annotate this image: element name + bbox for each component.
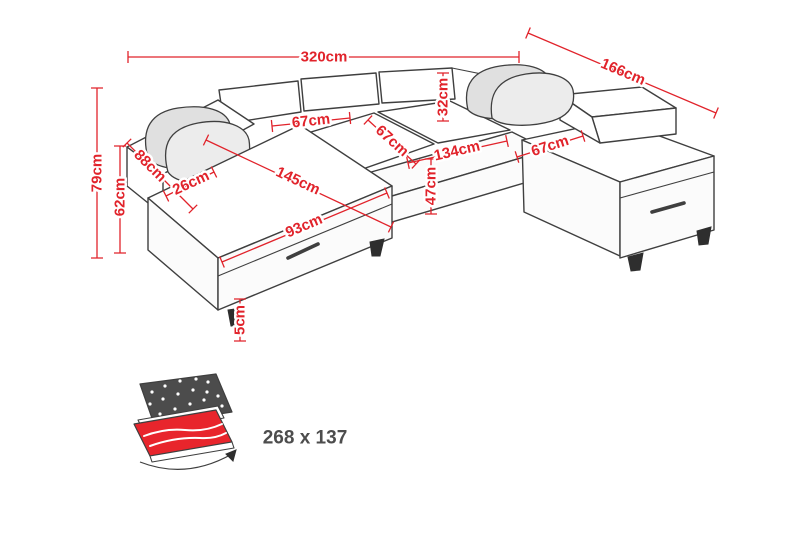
- dim-total-height-line: [91, 87, 103, 259]
- dim-backrest-height-line: [437, 72, 449, 122]
- left-chaise-lid-line: [217, 203, 393, 277]
- sofa-drawing: [126, 64, 715, 327]
- dim-armrest-height-label: 62cm: [112, 178, 129, 216]
- dim-left-chaise-length-line: [202, 134, 395, 233]
- back-cushion-middle: [300, 72, 380, 112]
- icon-sheet-wave-2: [149, 432, 227, 447]
- center-seat-cushion-2: [377, 100, 511, 144]
- dim-left-seat-width-line: [270, 111, 352, 133]
- dim-leg-height-line: [234, 298, 246, 342]
- dim-armrest-width-line: [162, 166, 218, 202]
- left-chaise-front: [217, 185, 393, 311]
- dim-overall-depth-line: [525, 27, 719, 119]
- icon-arrow-head: [225, 449, 237, 462]
- sofa-bed-unfolding-icon: [133, 373, 237, 470]
- dim-seat-height-line: [425, 158, 437, 215]
- left-chaise-handle: [286, 242, 320, 260]
- dim-chaise-width-line: [219, 187, 390, 268]
- left-chaise-leg-left: [227, 307, 243, 327]
- right-chaise-leg-left: [627, 252, 644, 272]
- dim-overall-depth-label: 166cm: [598, 55, 648, 89]
- dim-backrest-height-label: 32cm: [435, 78, 452, 116]
- icon-sheet-wave-1: [143, 423, 223, 437]
- dim-leg-height-label: 5cm: [232, 305, 249, 335]
- left-chaise-leg-right: [369, 238, 385, 257]
- dim-center-width-line: [406, 134, 509, 170]
- dim-right-seat-width-line: [514, 130, 586, 163]
- dim-overall-width-line: [127, 51, 520, 63]
- sleeping-area-label: 268 x 137: [263, 428, 348, 449]
- dim-seat-height-label: 47cm: [423, 167, 440, 205]
- right-chaise-handle: [650, 201, 686, 214]
- icon-star-dots: [148, 377, 224, 416]
- dim-total-height-label: 79cm: [89, 154, 106, 192]
- dim-left-chaise-back-line: [122, 138, 198, 214]
- icon-unfold-arrow: [139, 453, 233, 470]
- right-pillow-front: [490, 72, 575, 126]
- right-chaise-leg-right: [696, 226, 712, 246]
- icon-base-strip: [149, 441, 235, 463]
- dim-overall-width-label: 320cm: [301, 49, 348, 66]
- back-cushion-right: [378, 67, 456, 104]
- right-chaise-lid-line: [619, 171, 715, 199]
- dimension-lines: [91, 27, 719, 342]
